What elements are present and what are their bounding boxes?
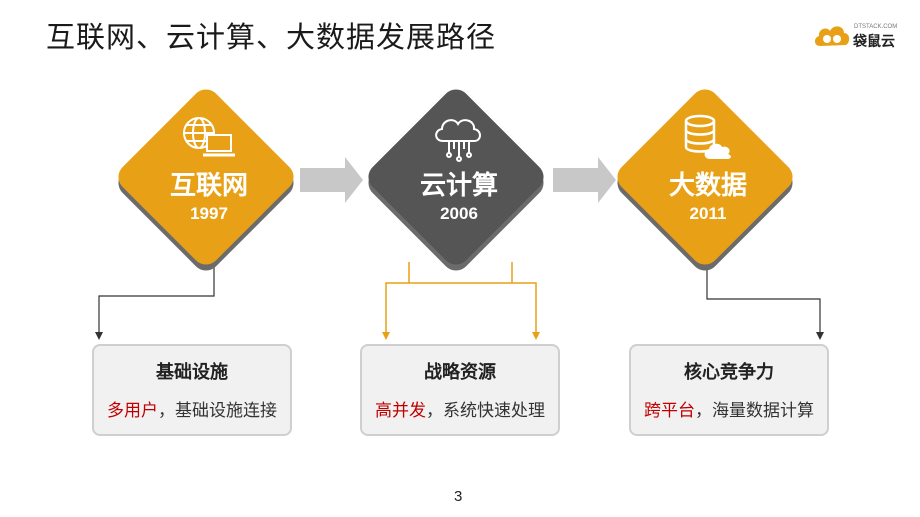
stage-year: 1997 — [190, 204, 228, 223]
box-desc: 跨平台，海量数据计算 — [631, 396, 827, 421]
box-strategic-resource: 战略资源 高并发，系统快速处理 — [360, 344, 560, 436]
box-rest: ，海量数据计算 — [695, 401, 814, 421]
connector-internet — [98, 262, 215, 336]
page-title: 互联网、云计算、大数据发展路径 — [46, 20, 497, 54]
stage-label: 云计算 — [419, 171, 498, 201]
logo-name: 袋鼠云 — [853, 34, 895, 50]
stage-label: 互联网 — [169, 171, 248, 201]
stage-year: 2006 — [440, 204, 478, 223]
arrow-2 — [553, 157, 616, 203]
stage-year: 2011 — [689, 204, 727, 223]
arrow-1 — [300, 157, 363, 203]
box-title: 核心竞争力 — [684, 362, 774, 383]
globe-computer-icon — [183, 117, 235, 157]
box-rest: ，系统快速处理 — [426, 401, 545, 421]
connector-cloud — [385, 282, 537, 336]
box-desc: 多用户，基础设施连接 — [94, 396, 290, 421]
connector-bigdata — [706, 262, 821, 336]
box-title: 基础设施 — [156, 362, 228, 383]
database-cloud-icon — [684, 114, 731, 159]
cloud-network-icon — [435, 119, 481, 162]
cloud-logo-icon — [814, 26, 850, 46]
box-title: 战略资源 — [424, 362, 496, 383]
box-highlight: 跨平台 — [644, 401, 695, 421]
box-infrastructure: 基础设施 多用户，基础设施连接 — [92, 344, 292, 436]
stage-bigdata: 大数据 2011 — [611, 83, 803, 277]
stage-cloud: 云计算 2006 — [362, 83, 554, 277]
company-logo: DTSTACK.COM 袋鼠云 — [812, 20, 912, 50]
stage-internet: 互联网 1997 — [112, 83, 304, 277]
box-desc: 高并发，系统快速处理 — [362, 396, 558, 421]
box-highlight: 多用户 — [107, 401, 158, 421]
box-rest: ，基础设施连接 — [158, 401, 277, 421]
stage-label: 大数据 — [668, 171, 747, 201]
page-number: 3 — [454, 488, 463, 505]
box-core-competitiveness: 核心竞争力 跨平台，海量数据计算 — [629, 344, 829, 436]
logo-domain: DTSTACK.COM — [854, 24, 898, 30]
box-highlight: 高并发 — [375, 401, 426, 421]
